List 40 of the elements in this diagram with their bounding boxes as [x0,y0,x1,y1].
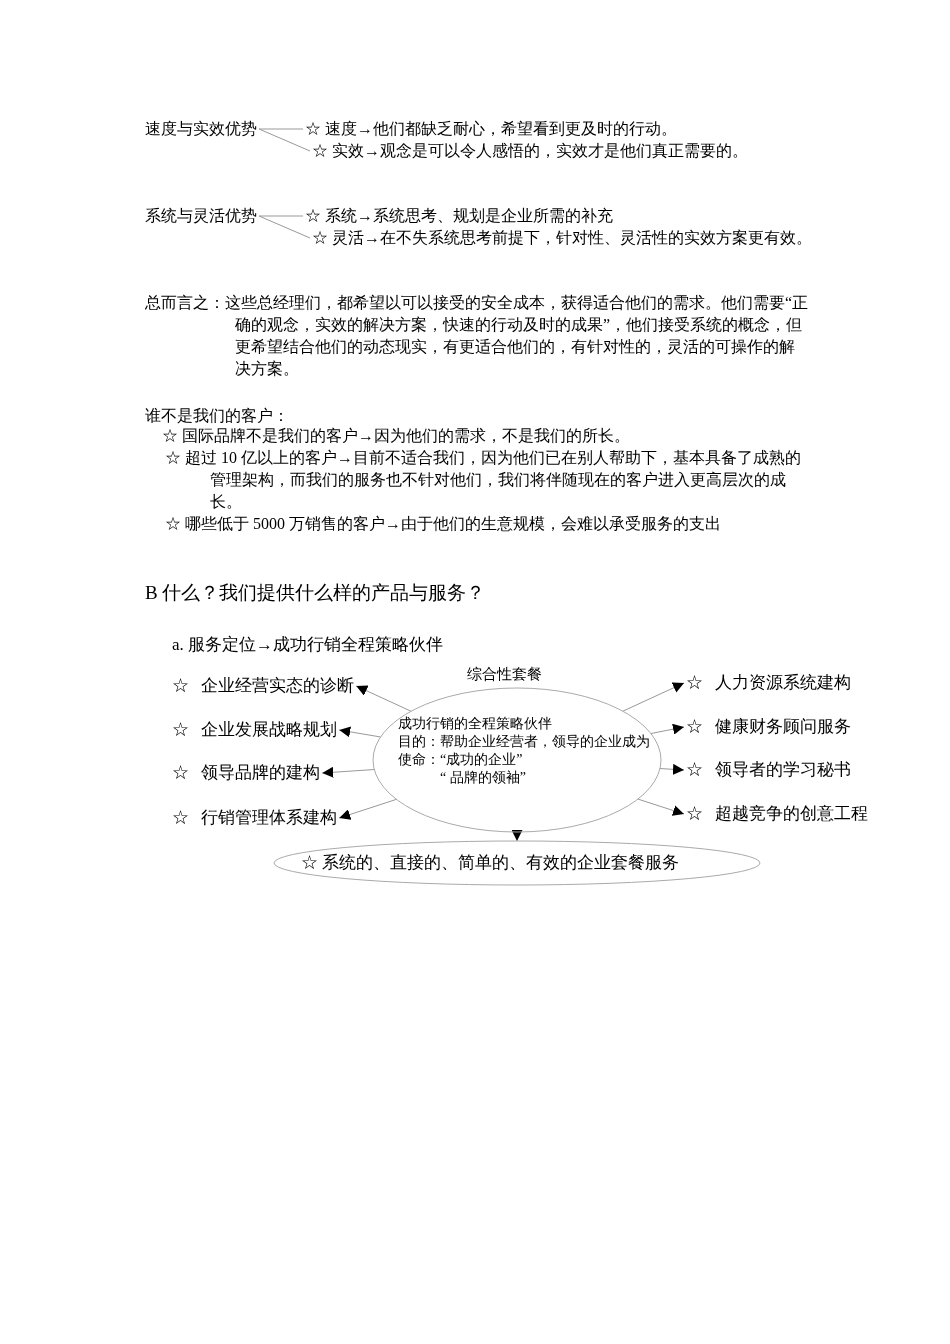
service-item: ☆ 行销管理体系建构 [172,807,338,829]
subsection-label: a. 服务定位→成功行销全程策略伙伴 [172,634,444,656]
section-heading: B 什么？我们提供什么样的产品与服务？ [145,581,486,605]
section-label: 谁不是我们的客户： [145,406,289,426]
service-item: ☆ 人力资源系统建构 [686,672,852,694]
arrow [650,723,685,735]
ellipse-text: 使命：“成功的企业” [398,751,523,769]
bullet-item: ☆ 国际品牌不是我们的客户→因为他们的需求，不是我们的所长。 [162,426,631,446]
bullet-item: ☆ 系统→系统思考、规划是企业所需的补充 [305,205,825,227]
bullet-item: ☆ 哪些低于 5000 万销售的客户→由于他们的生意规模，会难以承受服务的支出 [165,514,722,534]
service-item: ☆ 企业经营实态的诊断 [172,675,355,697]
service-item: ☆ 健康财务顾问服务 [686,716,852,738]
ellipse-text: ☆ 系统的、直接的、简单的、有效的企业套餐服务 [301,852,680,874]
connector-line [258,128,304,130]
service-item: ☆ 领导者的学习秘书 [686,759,852,781]
connector-line [258,215,304,217]
bullet-item: ☆ 速度→他们都缺乏耐心，希望看到更及时的行动。 [305,118,825,140]
category-label: 速度与实效优势 [145,118,257,140]
ellipse-text: 成功行销的全程策略伙伴 [398,715,552,733]
connector-line [258,215,311,239]
bullet-item: ☆ 灵活→在不失系统思考前提下，针对性、灵活性的实效方案更有效。 [312,227,812,249]
arrow [338,726,382,738]
ellipse-heading: 综合性套餐 [467,665,542,683]
arrow [622,682,685,712]
service-item: ☆ 超越竞争的创意工程 [686,803,869,825]
arrow [659,763,685,775]
arrow [338,798,397,820]
ellipse-text: “ 品牌的领袖” [440,769,526,787]
summary-paragraph: 总而言之：这些总经理们，都希望以可以接受的安全成本，获得适合他们的需求。他们需要“正确的观念，实效的解决方案，快速的行动及时的成果”，他们接受系统的概念，但更希望结合他们的动态现实，有更适合他们的，有针对性的，灵活的可操作的解决方案。 [145,293,810,379]
category-label: 系统与灵活优势 [145,205,257,227]
arrow [321,766,375,778]
service-item: ☆ 企业发展战略规划 [172,719,338,741]
bullet-item: ☆ 超过 10 亿以上的客户→目前不适合我们，因为他们已在别人帮助下，基本具备了成熟的管理架构，而我们的服务也不针对他们，我们将伴随现在的客户进入更高层次的成长。 [165,448,802,512]
ellipse-text: 目的：帮助企业经营者，领导的企业成为 [398,733,650,751]
arrow [637,798,685,816]
service-item: ☆ 领导品牌的建构 [172,762,321,784]
arrow [355,685,412,712]
arrow [511,830,523,842]
bullet-item: ☆ 实效→观念是可以令人感悟的，实效才是他们真正需要的。 [312,140,812,162]
connector-line [258,128,311,152]
